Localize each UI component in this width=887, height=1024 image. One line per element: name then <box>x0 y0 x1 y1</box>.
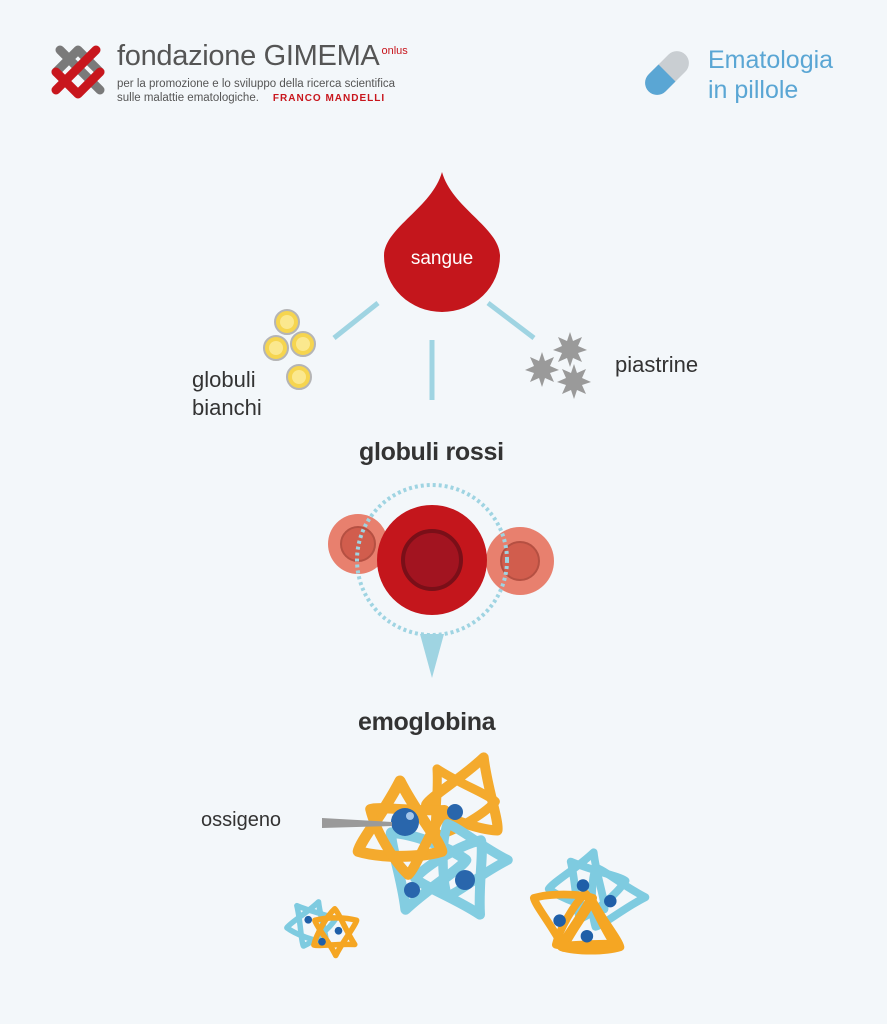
blood-label: sangue <box>410 248 474 269</box>
series-title: Ematologia in pillole <box>708 46 834 104</box>
org-tagline: per la promozione e lo sviluppo della ri… <box>117 78 396 104</box>
founder-name: FRANCO MANDELLI <box>272 93 386 104</box>
gimema-logo-icon <box>51 45 105 99</box>
blood-drop-icon <box>384 172 500 312</box>
hemoglobin-heading: emoglobina <box>358 708 496 736</box>
red-cells-heading: globuli rossi <box>359 438 504 466</box>
oxygen-label: ossigeno <box>201 809 282 831</box>
pill-icon <box>645 51 689 95</box>
white-blood-cells-icon <box>263 309 316 390</box>
org-suffix: onlus <box>381 45 408 58</box>
platelets-icon <box>525 332 591 399</box>
white-cells-label: globuli bianchi <box>192 367 262 420</box>
red-blood-cells-icon <box>328 483 554 678</box>
platelets-label: piastrine <box>615 352 699 377</box>
